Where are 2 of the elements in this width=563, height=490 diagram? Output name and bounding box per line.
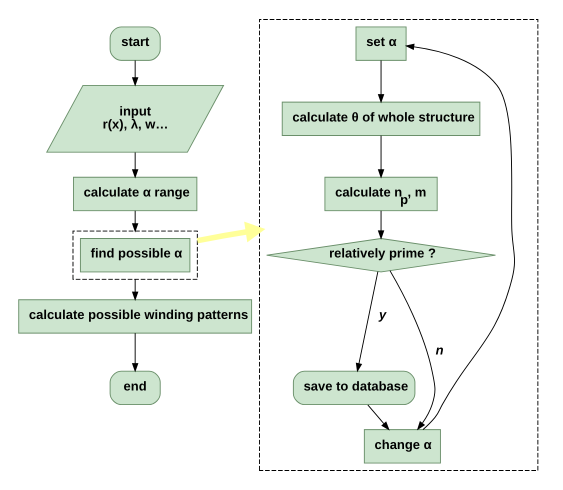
edge-label: y: [378, 306, 386, 322]
edge-label: n: [435, 342, 444, 358]
